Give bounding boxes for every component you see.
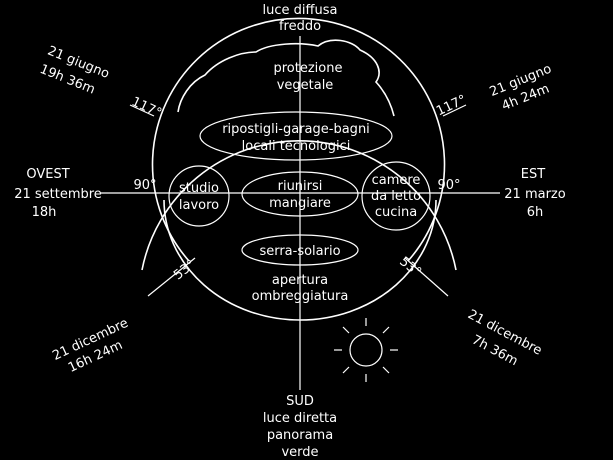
zone-bedrooms-outline — [361, 161, 431, 231]
bottom-label-2: luce diretta — [263, 411, 337, 426]
bottom-label-3: panorama — [267, 428, 333, 443]
east-label-2: 21 marzo — [504, 187, 565, 202]
protection-label-2: vegetale — [277, 78, 334, 93]
east-label-1: EST — [521, 167, 545, 182]
angle-ne: 117° — [434, 92, 469, 119]
angle-nw: 117° — [129, 94, 164, 121]
bedrooms-label-1: camere — [372, 173, 421, 188]
ray-sw — [147, 257, 196, 297]
top-label-2: freddo — [279, 19, 321, 34]
top-label-1: luce diffusa — [263, 3, 338, 18]
zone-greenhouse-outline — [241, 234, 359, 266]
zone-study-outline — [168, 165, 230, 227]
bedrooms-label-3: cucina — [375, 205, 417, 220]
protection-label-1: protezione — [274, 61, 343, 76]
zone-services-outline — [199, 111, 393, 161]
living-label-1: riunirsi — [278, 179, 323, 194]
sun-icon — [334, 318, 398, 382]
greenhouse-label: serra-solario — [259, 244, 340, 259]
angle-w: 90° — [133, 178, 156, 193]
living-label-2: mangiare — [269, 196, 331, 211]
south-band-arc — [163, 199, 437, 321]
opening-label-2: ombreggiatura — [252, 289, 349, 304]
west-label-1: OVEST — [26, 167, 69, 182]
angle-e: 90° — [437, 178, 460, 193]
bottom-label-4: verde — [281, 445, 318, 460]
west-label-2: 21 settembre — [14, 187, 102, 202]
inner-arc — [141, 140, 457, 271]
east-label-3: 6h — [527, 205, 544, 220]
angle-sw: 53° — [171, 257, 198, 283]
ray-ne — [442, 104, 467, 117]
outer-circle — [151, 17, 446, 262]
study-label-2: lavoro — [179, 198, 219, 213]
bottom-label-1: SUD — [286, 394, 314, 409]
ray-se — [404, 257, 449, 297]
study-label-1: studio — [179, 181, 219, 196]
ray-nw — [129, 104, 155, 117]
services-label-1: ripostigli-garage-bagni — [222, 122, 370, 137]
bedrooms-label-2: da letto — [371, 189, 421, 204]
zone-living-outline — [241, 171, 359, 217]
vegetation-cloud — [177, 39, 395, 117]
services-label-2: locali tecnologici — [242, 139, 351, 154]
opening-label-1: apertura — [272, 273, 328, 288]
west-label-3: 18h — [32, 205, 57, 220]
